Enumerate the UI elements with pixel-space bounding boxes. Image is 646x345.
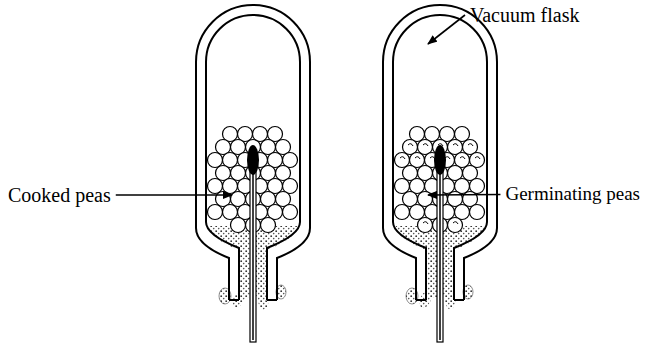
pea [283,205,298,220]
pea [223,205,238,220]
thermometer-bulb [247,145,259,175]
vacuum-flask [196,5,310,342]
sprout [423,222,428,224]
pea [448,218,463,233]
pea [395,179,410,194]
thermometer-stem [250,168,256,342]
name-label: Germinating peas [505,184,640,205]
leader-arrow [116,194,232,196]
vacuum-flask [383,5,497,342]
pea [231,218,246,233]
sprout [453,222,458,224]
sprout [400,157,405,159]
leader-arrow [428,15,465,44]
thermometer-bulb [434,145,446,175]
sprout [460,157,465,159]
pea [410,205,425,220]
sprout [415,157,420,159]
name-label: Cooked peas [8,184,111,206]
sprout [475,157,480,159]
sprout [408,144,413,146]
sprout [453,144,458,146]
pea [208,205,223,220]
pea [395,205,410,220]
pea [208,153,223,168]
pea [261,218,276,233]
pea [470,205,485,220]
name-label: Vacuum flask [470,4,579,26]
leader-arrow [428,194,500,196]
sprout [423,144,428,146]
thermometer-mercury [252,170,254,340]
sprout [468,144,473,146]
pea [418,218,433,233]
pea [208,179,223,194]
pea [395,153,410,168]
